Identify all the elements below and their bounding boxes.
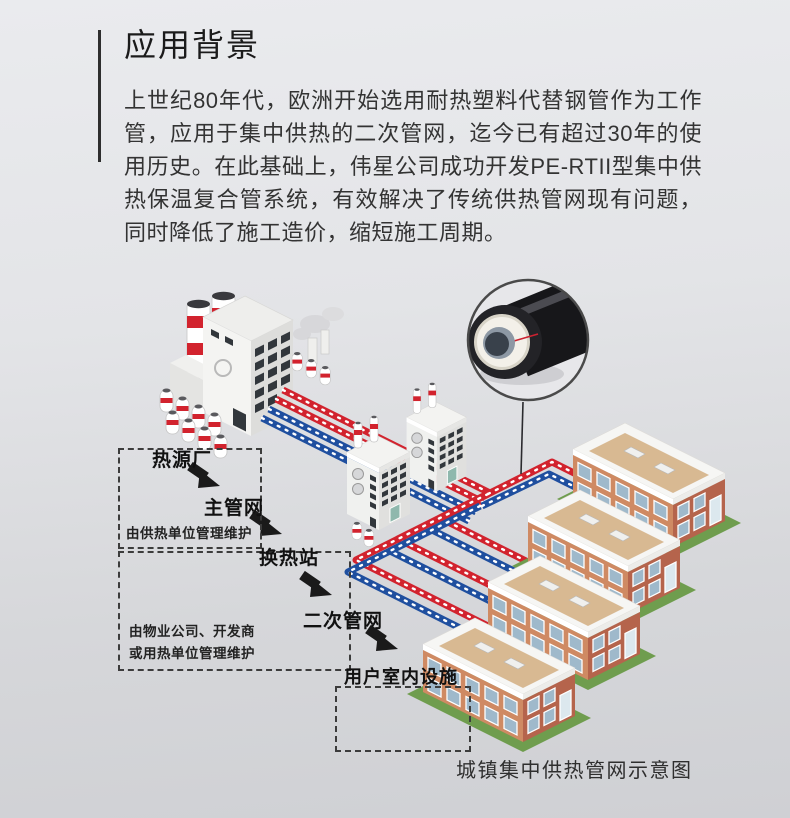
zone-note-secondary-line1: 由物业公司、开发商 [129, 624, 255, 639]
flow-label-main-network: 主管网 [204, 498, 265, 519]
flow-label-secondary-network: 二次管网 [303, 611, 384, 632]
flow-arrow-4 [365, 624, 398, 651]
flow-label-exchange-station: 换热站 [259, 548, 320, 569]
diagram-caption: 城镇集中供热管网示意图 [456, 760, 693, 782]
flow-label-heat-source: 热源厂 [152, 450, 213, 471]
heat-source-plant [159, 291, 344, 459]
title-accent-rule [98, 30, 101, 162]
callout-leader-line [520, 401, 524, 475]
zone-note-primary: 由供热单位管理维护 [126, 526, 252, 541]
flow-label-user-facilities: 用户室内设施 [344, 667, 458, 687]
zone-note-secondary-line2: 或用热单位管理维护 [129, 646, 255, 661]
intro-paragraph: 上世纪80年代，欧洲开始选用耐热塑料代替钢管作为工作管，应用于集中供热的二次管网… [124, 88, 702, 245]
zone-box-user [335, 686, 471, 752]
pipe-cross-section-callout [466, 278, 590, 475]
zone-box-secondary [118, 551, 351, 671]
heating-network-illustration [159, 278, 742, 753]
flow-arrow-3 [299, 570, 332, 597]
flow-arrow-1 [187, 461, 220, 488]
page-title: 应用背景 [124, 27, 261, 63]
zone-box-primary [118, 448, 262, 549]
